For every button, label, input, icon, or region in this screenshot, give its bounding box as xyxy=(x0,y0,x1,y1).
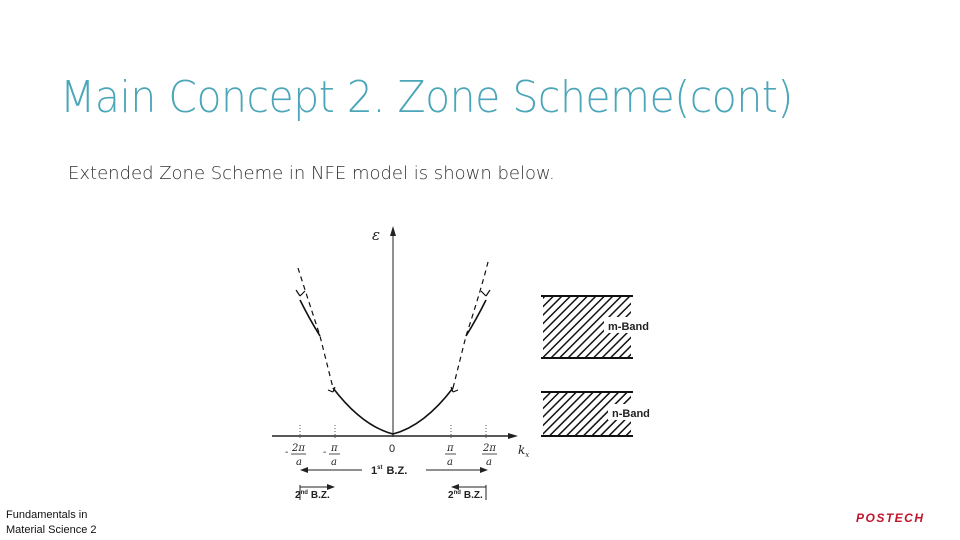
gap-arrow-icon xyxy=(480,289,491,297)
slide-subtitle: Extended Zone Scheme in NFE model is sho… xyxy=(68,163,555,184)
band-curve-solid xyxy=(299,299,487,435)
arrow-left-icon xyxy=(300,467,308,473)
tick-2pi-num: 2π xyxy=(482,443,496,454)
x-axis-label: kx xyxy=(518,443,529,459)
arrow-right-icon xyxy=(480,467,488,473)
tick-minus-2pi-num: 2π xyxy=(291,443,305,454)
m-band-label: m-Band xyxy=(608,321,649,333)
gap-arrow-icon xyxy=(450,386,459,393)
postech-logo: POSTECH xyxy=(856,511,925,525)
footer-line-2: Material Science 2 xyxy=(6,524,97,536)
n-band-label: n-Band xyxy=(612,408,650,420)
tick-2pi-den: a xyxy=(486,457,492,468)
tick-minus-pi-num: π xyxy=(330,443,338,454)
tick-minus-2pi-den: a xyxy=(296,457,302,468)
tick-minus-2pi-sign: - xyxy=(285,447,289,458)
slide-title: Main Concept 2. Zone Scheme(cont) xyxy=(60,72,793,123)
y-axis-label: ε xyxy=(372,226,380,244)
footer-course-label: Fundamentals in Material Science 2 xyxy=(6,508,97,538)
x-axis-arrow-icon xyxy=(508,433,518,439)
gap-arrow-icon xyxy=(327,386,336,393)
arrow-right-icon xyxy=(327,484,335,490)
tick-pi-num: π xyxy=(446,443,454,454)
tick-pi-den: a xyxy=(447,457,453,468)
y-axis-arrow-icon xyxy=(390,226,396,236)
origin-label: 0 xyxy=(389,443,395,455)
footer-line-1: Fundamentals in xyxy=(6,509,88,521)
tick-minus-pi-sign: - xyxy=(323,447,327,458)
arrow-left-icon xyxy=(451,484,459,490)
tick-minus-pi-den: a xyxy=(331,457,337,468)
gap-arrow-icon xyxy=(295,289,306,297)
